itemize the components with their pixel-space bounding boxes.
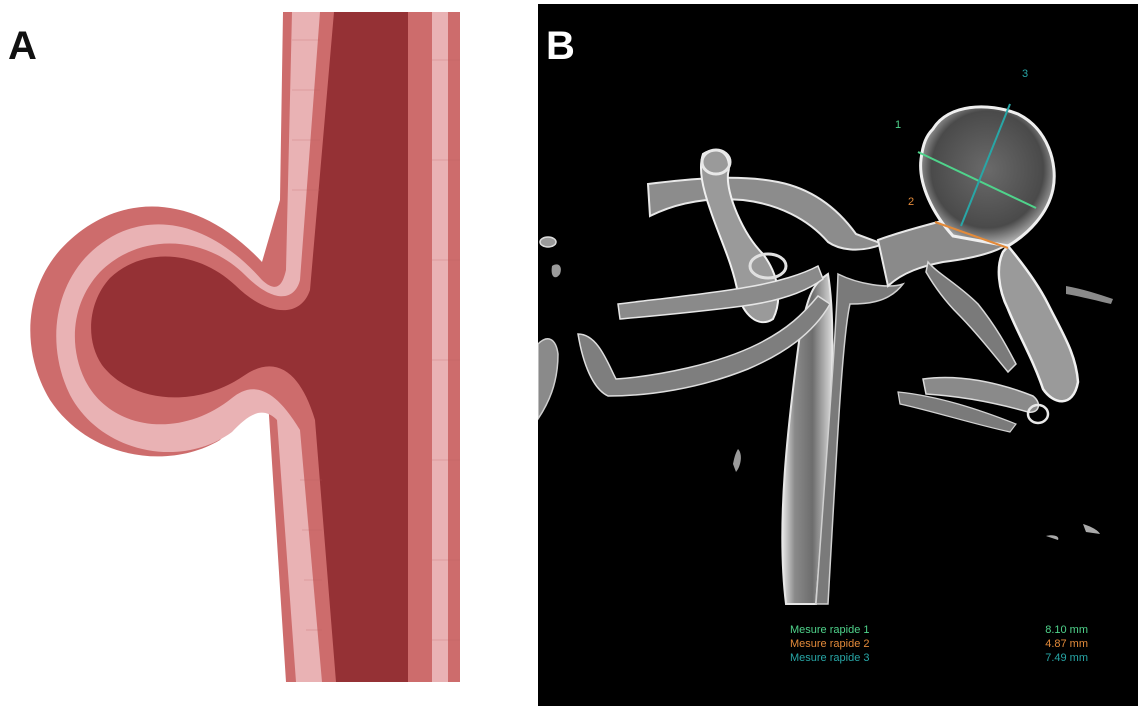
- measure-tag-2: 2: [908, 196, 914, 208]
- panel-a-schematic: A: [0, 0, 538, 706]
- measurement-value-1: 8.10 mm: [1045, 624, 1088, 637]
- measure-tag-1: 1: [895, 119, 901, 131]
- measurement-name-1: Mesure rapide 1: [790, 624, 870, 637]
- panel-label-a: A: [8, 26, 37, 66]
- angiography-render: [538, 4, 1138, 706]
- measure-tag-3: 3: [1022, 68, 1028, 80]
- panel-label-b: B: [546, 26, 575, 66]
- measurement-name-2: Mesure rapide 2: [790, 638, 870, 651]
- measurement-value-3: 7.49 mm: [1045, 652, 1088, 665]
- aneurysm-schematic-drawing: [0, 0, 538, 706]
- measurement-value-2: 4.87 mm: [1045, 638, 1088, 651]
- measurement-name-3: Mesure rapide 3: [790, 652, 870, 665]
- panel-b-angiography: 1 2 3 Mesure rapide 1 8.10 mm Mesure rap…: [538, 4, 1138, 706]
- descending-vessel-right: [999, 246, 1078, 401]
- branch-artery-lower-left: [618, 266, 823, 319]
- vessel-lumen: [91, 12, 408, 682]
- measurement-row-1: Mesure rapide 1 8.10 mm: [538, 624, 1138, 637]
- measurement-row-3: Mesure rapide 3 7.49 mm: [538, 652, 1138, 665]
- measurement-row-2: Mesure rapide 2 4.87 mm: [538, 638, 1138, 651]
- branch-artery-upper: [648, 178, 883, 250]
